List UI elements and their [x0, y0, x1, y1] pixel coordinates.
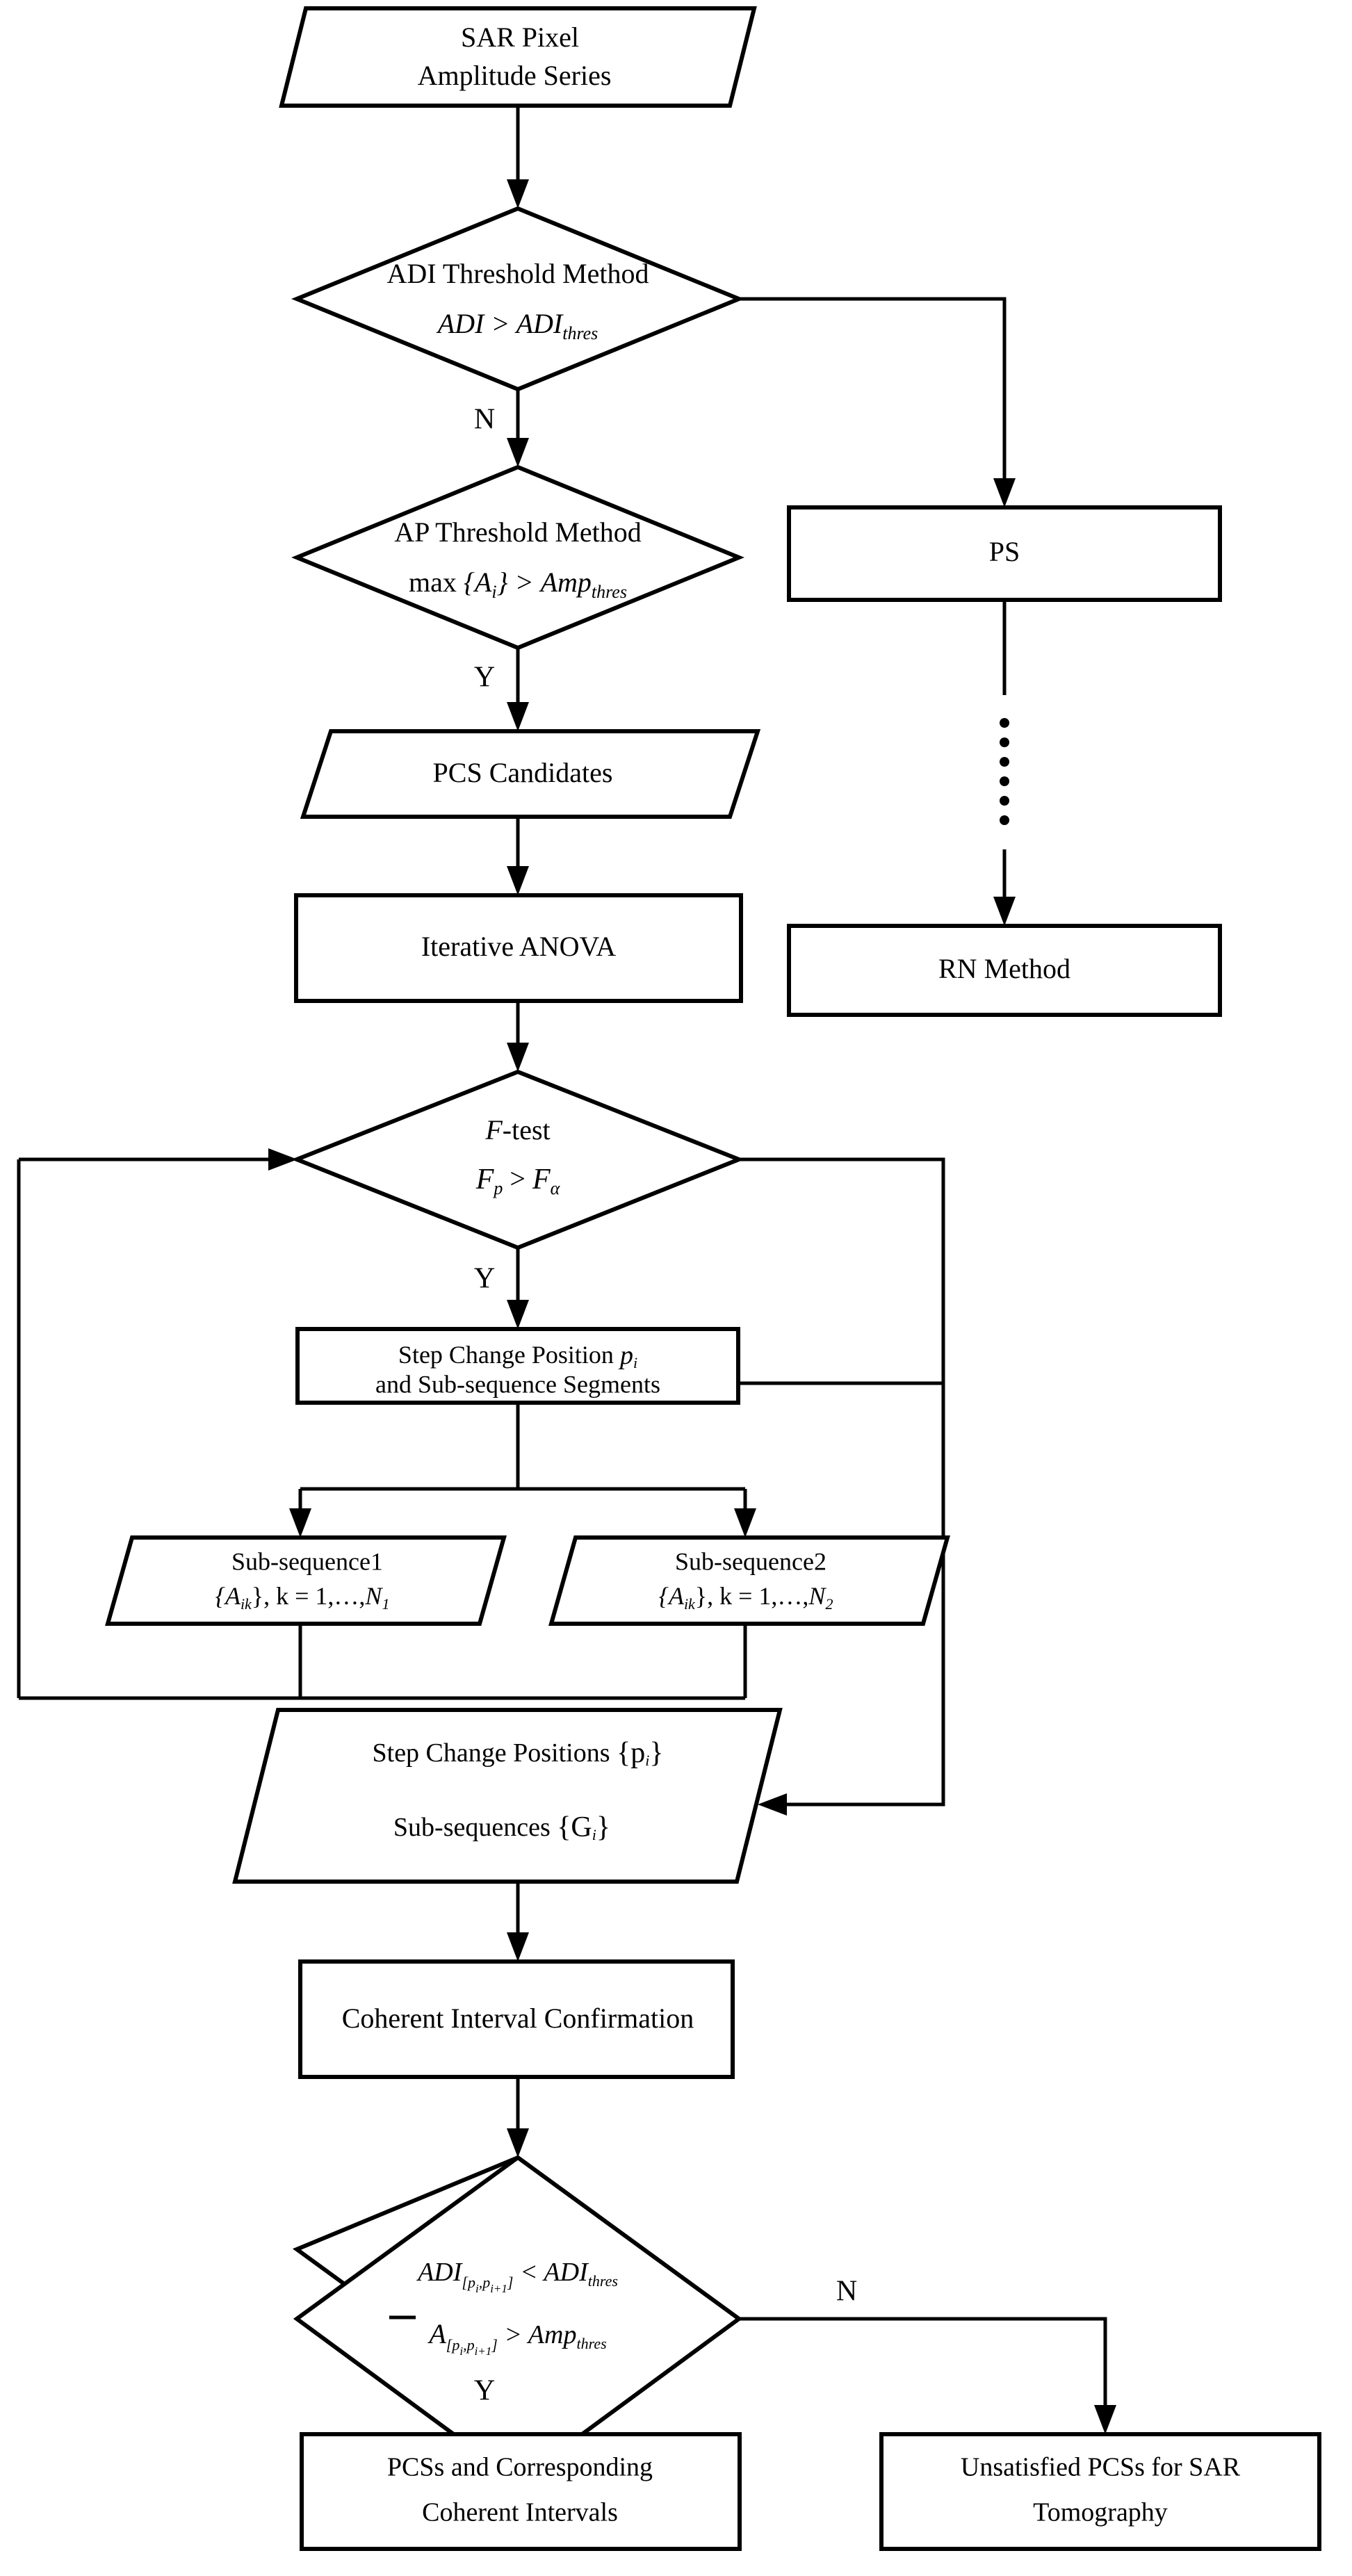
node-subseq2[interactable]: Sub-sequence2 {Aik}, k = 1,…,N2 — [548, 1535, 950, 1626]
edge-anova-to-ftest — [507, 1001, 529, 1072]
edge-label-final-no: N — [836, 2276, 857, 2308]
coherent-interval-label: Coherent Interval Confirmation — [342, 2003, 694, 2034]
edge-ap-to-pcs — [507, 648, 529, 731]
node-ps[interactable]: PS — [787, 505, 1222, 602]
unsatisfied-output-line1: Unsatisfied PCSs for SAR — [961, 2453, 1241, 2482]
edge-label-ftest-yes: Y — [474, 1263, 495, 1295]
sar-input-line2: Amplitude Series — [418, 60, 612, 91]
edge-subseq-loop-back — [17, 1148, 747, 1700]
pcss-output-line2: Coherent Intervals — [422, 2498, 618, 2527]
step-change-position-line2: and Sub-sequence Segments — [375, 1370, 660, 1398]
subseq2-expression: {Aik}, k = 1,…,N2 — [659, 1582, 833, 1613]
adi-decision-expression: ADI > ADIthres — [436, 308, 598, 343]
subseq2-line1: Sub-sequence2 — [675, 1547, 826, 1575]
node-step-change-positions[interactable]: Step Change Positions {pi} Sub-sequences… — [232, 1708, 783, 1884]
edge-label-adi-no: N — [474, 404, 495, 436]
ap-decision-expression: max {Ai} > Ampthres — [409, 566, 627, 602]
edge-ftest-to-stepchange — [507, 1248, 529, 1329]
pcss-output-line1: PCSs and Corresponding — [387, 2453, 653, 2482]
edge-label-ap-yes: Y — [474, 662, 495, 694]
edge-final-no-to-unsatisfied — [739, 2317, 1116, 2434]
final-decision-line1: ADI[pi,pi+1] < ADIthres — [416, 2258, 618, 2295]
step-change-position-line1: Step Change Position pi — [398, 1341, 637, 1371]
edge-positions-to-coherent — [507, 1882, 529, 1962]
f-test-title: F-test — [484, 1114, 550, 1146]
edge-pcs-to-anova — [507, 817, 529, 895]
node-iterative-anova[interactable]: Iterative ANOVA — [294, 893, 743, 1003]
step-change-positions-line2: Sub-sequences {Gi} — [393, 1811, 610, 1843]
rn-method-label: RN Method — [938, 953, 1070, 984]
unsatisfied-output-line2: Tomography — [1033, 2498, 1168, 2527]
edge-sar-to-adi — [507, 106, 529, 209]
edge-adi-to-ps — [739, 297, 1016, 507]
edge-label-final-yes: Y — [474, 2375, 495, 2407]
iterative-anova-label: Iterative ANOVA — [421, 931, 616, 962]
node-adi-decision[interactable]: ADI Threshold Method ADI > ADIthres — [291, 206, 744, 392]
edge-coherent-to-final — [507, 2077, 529, 2158]
subseq1-line1: Sub-sequence1 — [231, 1547, 383, 1575]
sar-input-line1: SAR Pixel — [461, 22, 579, 53]
node-unsatisfied-output[interactable]: Unsatisfied PCSs for SAR Tomography — [879, 2432, 1321, 2551]
node-pcs-candidates[interactable]: PCS Candidates — [300, 729, 761, 819]
f-test-expression: Fp > Fα — [475, 1163, 561, 1198]
edge-stepchange-split — [289, 1403, 756, 1538]
edge-ps-to-rn — [993, 600, 1016, 926]
node-pcss-output[interactable]: PCSs and Corresponding Coherent Interval… — [300, 2432, 742, 2551]
edge-ftest-right-to-positions — [739, 1157, 945, 1816]
pcs-candidates-label: PCS Candidates — [433, 757, 613, 788]
node-subseq1[interactable]: Sub-sequence1 {Aik}, k = 1,…,N1 — [105, 1535, 507, 1626]
node-rn-method[interactable]: RN Method — [787, 924, 1222, 1017]
node-ap-decision[interactable]: AP Threshold Method max {Ai} > Ampthres — [291, 464, 744, 651]
subseq1-expression: {Aik}, k = 1,…,N1 — [215, 1582, 390, 1613]
node-sar-input[interactable]: SAR Pixel Amplitude Series — [279, 6, 757, 108]
node-step-change-position[interactable]: Step Change Position pi and Sub-sequence… — [295, 1327, 740, 1405]
ps-label: PS — [989, 536, 1020, 567]
node-f-test[interactable]: F-test Fp > Fα — [291, 1069, 745, 1250]
ap-decision-line1: AP Threshold Method — [394, 516, 642, 548]
adi-decision-line1: ADI Threshold Method — [387, 258, 649, 289]
final-decision-line2: A[pi,pi+1] > Ampthres — [427, 2318, 606, 2358]
step-change-positions-line1: Step Change Positions {pi} — [373, 1737, 664, 1769]
node-coherent-interval[interactable]: Coherent Interval Confirmation — [298, 1959, 735, 2079]
edge-adi-to-ap — [507, 389, 529, 467]
